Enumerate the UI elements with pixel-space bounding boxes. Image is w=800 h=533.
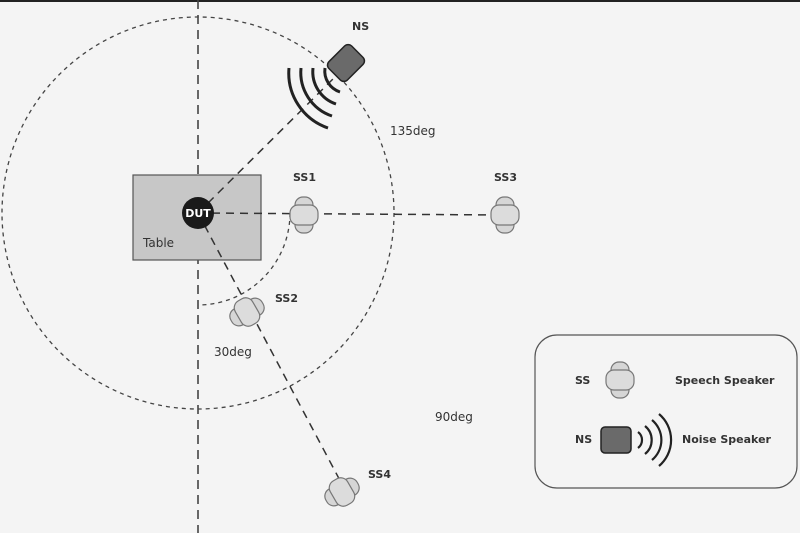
label-30deg: 30deg [214,345,252,359]
line-to-ns [197,69,343,214]
legend-ns-desc: Noise Speaker [682,433,772,446]
ss4-speaker-icon [318,470,366,514]
legend-ns-key: NS [575,433,592,446]
label-ss3: SS3 [494,171,517,184]
legend-box [534,334,798,489]
line-to-ss3 [197,212,506,216]
ss1-speaker-icon [289,196,319,234]
ss3-speaker-icon [490,196,520,234]
legend-ss-key: SS [575,374,590,387]
label-90deg: 90deg [435,410,473,424]
noise-waves-icon [287,67,341,130]
legend-noise-waves-icon [637,413,673,467]
legend-noise-speaker-icon [600,426,632,454]
legend-ss-desc: Speech Speaker [675,374,775,387]
inner-arc [197,212,291,306]
dut-icon [182,197,214,229]
legend: SS Speech Speaker NS Noise Speaker [534,334,798,489]
line-to-ss4 [197,212,345,489]
label-ns: NS [352,20,369,33]
noise-speaker-icon [326,43,366,83]
label-135deg: 135deg [390,124,436,138]
label-ss4: SS4 [368,468,391,481]
ss2-speaker-icon [223,290,271,334]
label-ss2: SS2 [275,292,298,305]
label-ss1: SS1 [293,171,316,184]
label-table: Table [142,236,174,250]
label-dut: DUT [185,207,211,220]
